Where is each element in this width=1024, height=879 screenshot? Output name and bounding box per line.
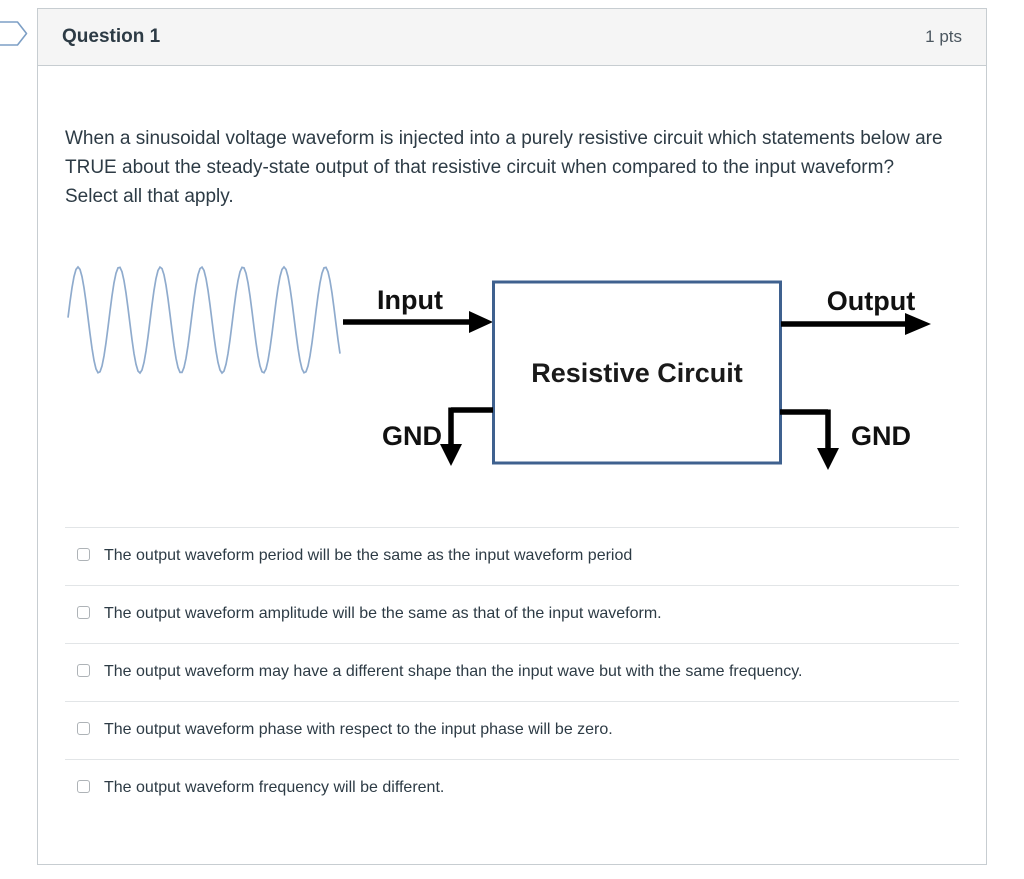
resistive-circuit-box [492,280,782,465]
answer-checkbox[interactable] [77,664,90,677]
answer-checkbox[interactable] [77,780,90,793]
answers-list: The output waveform period will be the s… [65,527,959,817]
answer-row[interactable]: The output waveform frequency will be di… [65,759,959,817]
gnd-left-arrowhead-icon [440,444,462,466]
question-points: 1 pts [925,27,962,46]
gnd-left-label: GND [382,421,442,451]
output-label: Output [827,286,915,316]
flag-question-icon[interactable] [0,20,28,47]
sine-wave-icon [67,265,341,375]
gnd-right-arrowhead-icon [817,448,839,470]
answer-row[interactable]: The output waveform phase with respect t… [65,701,959,759]
answer-label: The output waveform amplitude will be th… [104,605,662,622]
answer-label: The output waveform period will be the s… [104,547,633,564]
question-header: Question 1 1 pts [38,9,986,66]
output-arrowhead-icon [905,313,931,335]
question-card: Question 1 1 pts When a sinusoidal volta… [37,8,987,865]
question-title: Question 1 [62,26,161,47]
answer-row[interactable]: The output waveform may have a different… [65,643,959,701]
question-text: When a sinusoidal voltage waveform is in… [65,128,943,207]
answer-label: The output waveform frequency will be di… [104,779,445,796]
answer-row[interactable]: The output waveform amplitude will be th… [65,585,959,643]
answer-checkbox[interactable] [77,548,90,561]
gnd-right-label: GND [851,421,911,451]
answer-checkbox[interactable] [77,722,90,735]
resistive-circuit-label: Resistive Circuit [531,358,743,388]
answer-label: The output waveform phase with respect t… [104,721,613,738]
input-arrowhead-icon [469,311,493,333]
circuit-diagram: Input Resistive Circuit Output GND GND [67,265,931,470]
answer-row[interactable]: The output waveform period will be the s… [65,527,959,585]
answer-label: The output waveform may have a different… [104,663,803,680]
question-body: When a sinusoidal voltage waveform is in… [38,124,986,817]
input-label: Input [377,285,443,315]
answer-checkbox[interactable] [77,606,90,619]
